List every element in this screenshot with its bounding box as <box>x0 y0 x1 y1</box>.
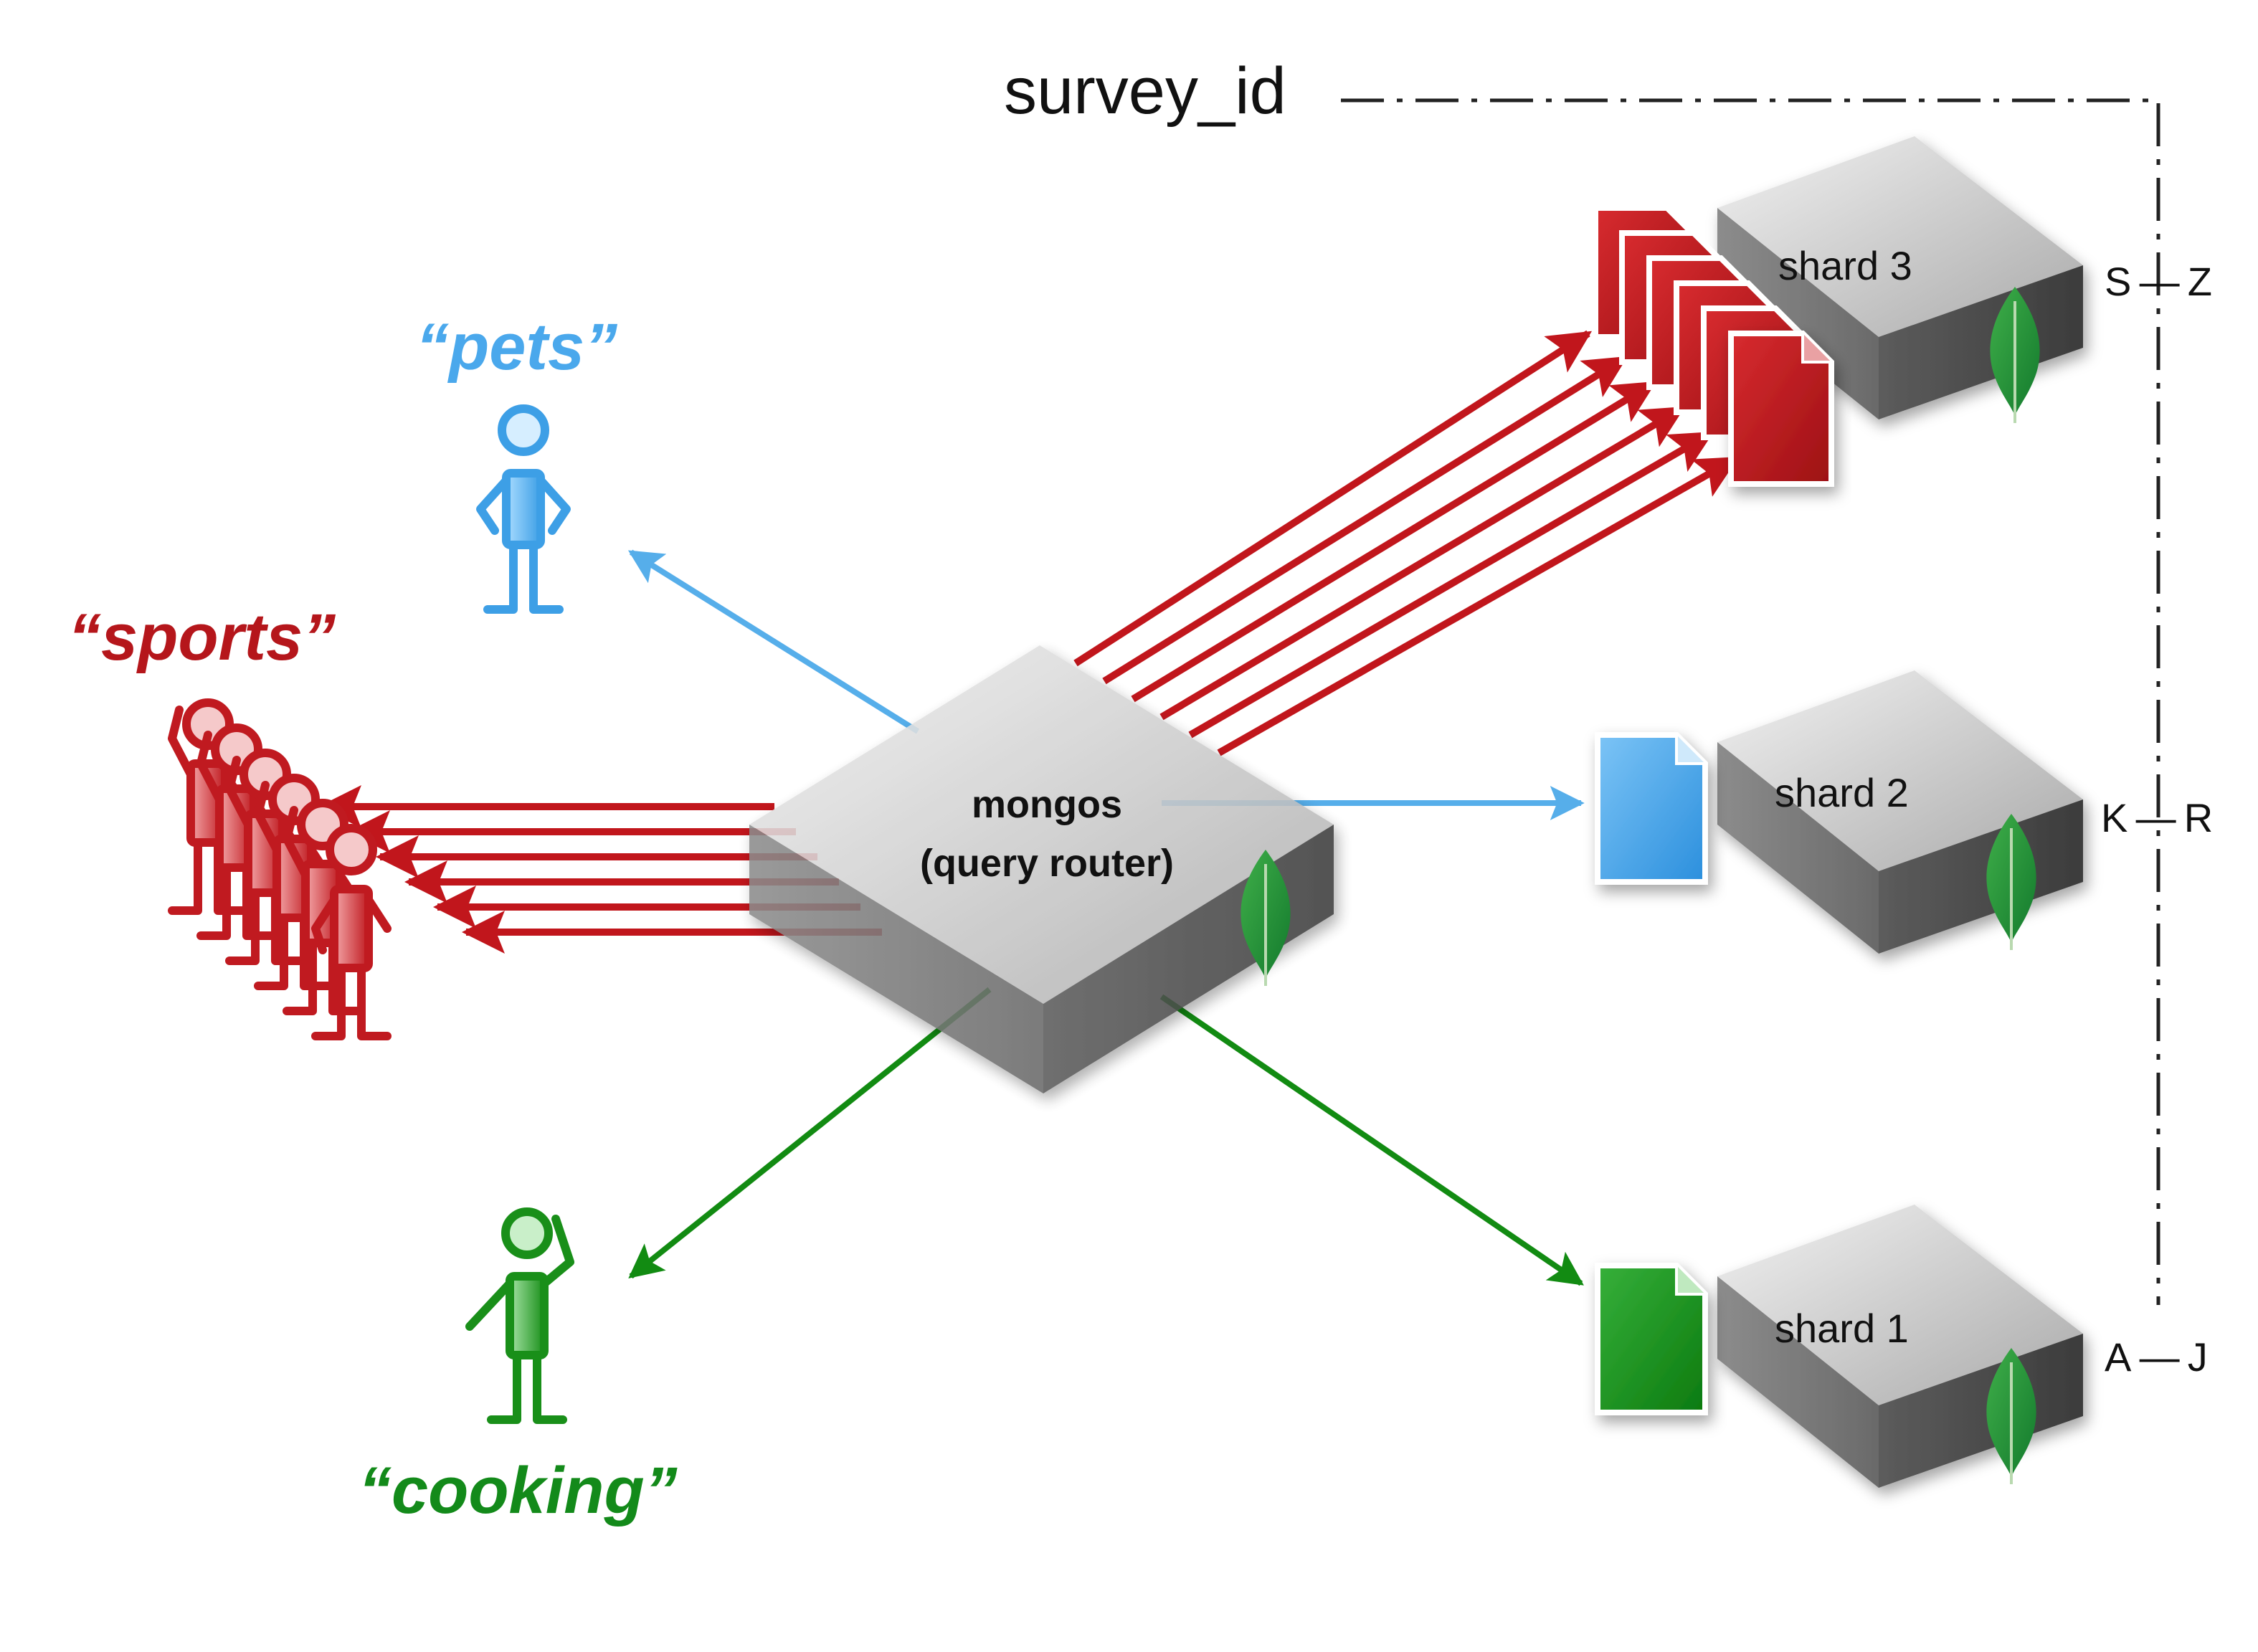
sports-query-arrows <box>1073 330 1740 756</box>
shard-2-label: shard 2 <box>1775 770 1909 815</box>
shard-1-box <box>1717 1205 2083 1488</box>
cooking-query-arrows <box>628 987 1584 1286</box>
shard-1-label: shard 1 <box>1775 1306 1909 1351</box>
shard1-range-label: A — J <box>2105 1334 2208 1380</box>
shard-key-bracket: survey_id S — Z K — R A — J <box>1004 54 2213 1380</box>
sports-label: “sports” <box>68 601 336 674</box>
cooking-label: “cooking” <box>359 1454 678 1527</box>
pets-label: “pets” <box>416 310 617 384</box>
person-icon <box>476 404 571 614</box>
cooking-user <box>465 1207 574 1424</box>
shard2-range-label: K — R <box>2101 795 2213 840</box>
shard-key-label: survey_id <box>1004 54 1286 128</box>
document-icon <box>1728 331 1834 487</box>
person-icon <box>465 1207 574 1424</box>
shard-2-box <box>1717 670 2083 954</box>
shard3-range-label: S — Z <box>2105 259 2212 304</box>
document-icon <box>1595 732 1708 885</box>
shard3-documents <box>1593 205 1834 487</box>
document-icon <box>1595 1263 1708 1415</box>
shard-3-label: shard 3 <box>1778 243 1912 288</box>
pets-user <box>476 404 571 614</box>
mongos-label: mongos <box>972 783 1122 826</box>
shard-3-box <box>1717 136 2083 419</box>
mongos-sublabel: (query router) <box>920 842 1174 885</box>
person-icon <box>311 824 392 1040</box>
sports-users <box>168 698 392 1040</box>
